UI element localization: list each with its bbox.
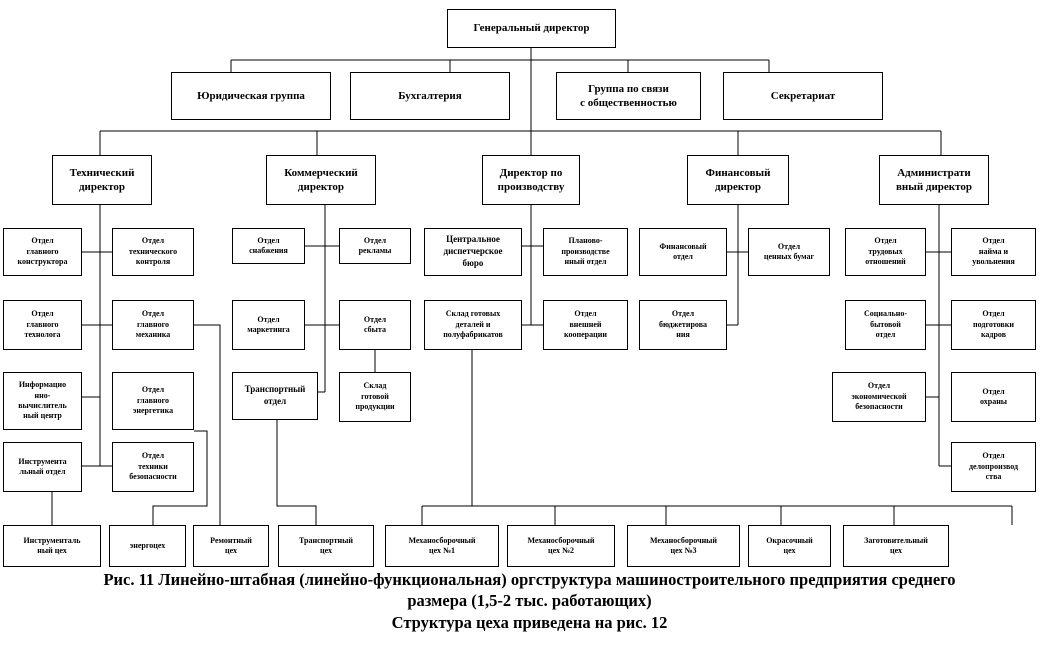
- finished-goods-warehouse-box: Склад готовой продукции: [339, 372, 411, 422]
- document-dept-box: Отдел делопроизвод ства: [951, 442, 1036, 492]
- transport-shop-box: Транспортный цех: [278, 525, 374, 567]
- assembly-shop-3-box: Механосборочный цех №3: [627, 525, 740, 567]
- info-computing-center-box: Информацио нно- вычислитель ный центр: [3, 372, 82, 430]
- technical-director-box: Технический директор: [52, 155, 152, 205]
- sales-dept-box: Отдел сбыта: [339, 300, 411, 350]
- security-dept-box: Отдел охраны: [951, 372, 1036, 422]
- procurement-shop-box: Заготовительный цех: [843, 525, 949, 567]
- hiring-dept-box: Отдел найма и увольнения: [951, 228, 1036, 276]
- financial-dept-box: Финансовый отдел: [639, 228, 727, 276]
- securities-dept-box: Отдел ценных бумаг: [748, 228, 830, 276]
- commercial-director-box: Коммерческий директор: [266, 155, 376, 205]
- chief-technologist-dept-box: Отдел главного технолога: [3, 300, 82, 350]
- tool-shop-box: Инструменталь ный цех: [3, 525, 101, 567]
- external-cooperation-dept-box: Отдел внешней кооперации: [543, 300, 628, 350]
- labor-relations-dept-box: Отдел трудовых отношений: [845, 228, 926, 276]
- legal-group-box: Юридическая группа: [171, 72, 331, 120]
- pr-group-box: Группа по связи с общественностью: [556, 72, 701, 120]
- supply-dept-box: Отдел снабжения: [232, 228, 305, 264]
- assembly-shop-1-box: Механосборочный цех №1: [385, 525, 499, 567]
- tech-control-dept-box: Отдел технического контроля: [112, 228, 194, 276]
- marketing-dept-box: Отдел маркетинга: [232, 300, 305, 350]
- accounting-box: Бухгалтерия: [350, 72, 510, 120]
- ceo-box: Генеральный директор: [447, 9, 616, 48]
- figure-caption-line1: Рис. 11 Линейно-штабная (линейно-функцио…: [103, 570, 956, 589]
- training-dept-box: Отдел подготовки кадров: [951, 300, 1036, 350]
- tool-dept-box: Инструмента льный отдел: [3, 442, 82, 492]
- painting-shop-box: Окрасочный цех: [748, 525, 831, 567]
- social-dept-box: Социально- бытовой отдел: [845, 300, 926, 350]
- repair-shop-box: Ремонтный цех: [193, 525, 269, 567]
- chief-designer-dept-box: Отдел главного конструктора: [3, 228, 82, 276]
- production-director-box: Директор по производству: [482, 155, 580, 205]
- chief-mechanic-dept-box: Отдел главного механика: [112, 300, 194, 350]
- energy-shop-box: энергоцех: [109, 525, 186, 567]
- planning-production-dept-box: Планово- производстве нный отдел: [543, 228, 628, 276]
- budgeting-dept-box: Отдел бюджетирова ния: [639, 300, 727, 350]
- assembly-shop-2-box: Механосборочный цех №2: [507, 525, 615, 567]
- figure-caption-line3: Структура цеха приведена на рис. 12: [391, 613, 668, 632]
- advertising-dept-box: Отдел рекламы: [339, 228, 411, 264]
- transport-dept-box: Транспортный отдел: [232, 372, 318, 420]
- parts-warehouse-box: Склад готовых деталей и полуфабрикатов: [424, 300, 522, 350]
- safety-dept-box: Отдел техники безопасности: [112, 442, 194, 492]
- chief-power-dept-box: Отдел главного энергетика: [112, 372, 194, 430]
- secretariat-box: Секретариат: [723, 72, 883, 120]
- financial-director-box: Финансовый директор: [687, 155, 789, 205]
- economic-security-dept-box: Отдел экономической безопасности: [832, 372, 926, 422]
- admin-director-box: Администрати вный директор: [879, 155, 989, 205]
- central-dispatch-bureau-box: Центральное диспетчерское бюро: [424, 228, 522, 276]
- figure-caption-line2: размера (1,5-2 тыс. работающих): [407, 591, 652, 610]
